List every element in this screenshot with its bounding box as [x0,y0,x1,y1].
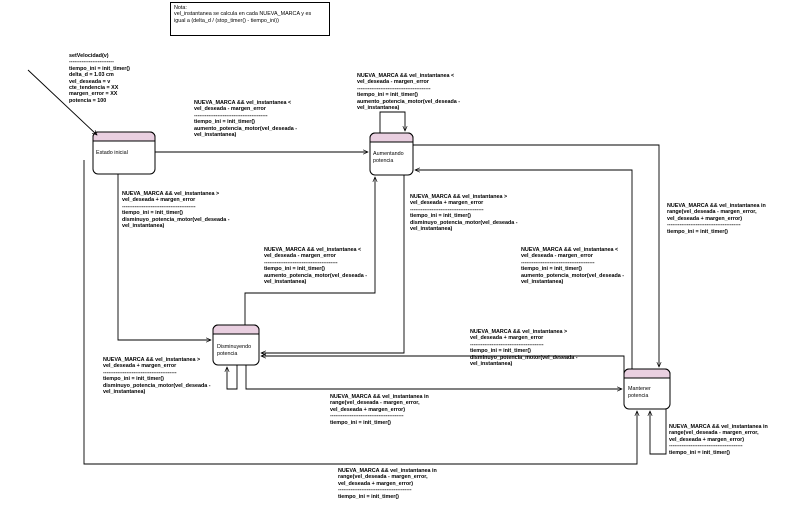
label-mantener-to-aumentando: NUEVA_MARCA && vel_instantanea < vel_des… [521,247,625,286]
arrow-aumentando-to-mantener [413,144,659,367]
label-aumentando-self: NUEVA_MARCA && vel_instantanea < vel_des… [357,73,461,112]
state-aumentando-potencia[interactable] [369,132,414,176]
arrow-mantener-to-disminuyendo [261,356,625,379]
state-label-mantener: Mantener potencia [628,386,651,399]
arrow-aumentando-self [379,111,405,133]
state-disminuyendo-potencia[interactable] [212,324,260,366]
arrow-mantener-self [650,409,667,455]
state-mantener-potencia[interactable] [623,368,671,410]
label-disminuyendo-self: NUEVA_MARCA && vel_instantanea > vel_des… [103,357,211,396]
note-box: Nota: vel_instantanea se calcula en cada… [170,2,330,36]
arrow-disminuyendo-to-mantener [245,365,622,389]
label-disminuyendo-to-aumentando: NUEVA_MARCA && vel_instantanea < vel_des… [264,247,368,286]
state-label-disminuyendo: Disminuyendo potencia [217,344,252,357]
note-title: Nota: [174,5,187,11]
arrow-inicial-to-mantener [83,160,637,465]
initial-action-label: setVelocidad(v) ------------------------… [69,53,130,104]
label-mantener-to-disminuyendo: NUEVA_MARCA && vel_instantanea > vel_des… [470,329,578,368]
label-mantener-self: NUEVA_MARCA && vel_instantanea in range(… [669,424,768,456]
arrow-disminuyendo-self [227,365,238,390]
label-disminuyendo-to-mantener: NUEVA_MARCA && vel_instantanea in range(… [330,394,429,426]
label-inicial-to-disminuyendo: NUEVA_MARCA && vel_instantanea > vel_des… [122,191,230,230]
state-label-aumentando: Aumentando potencia [373,151,404,164]
initial-transition-arrow [27,69,97,135]
label-inicial-to-aumentando: NUEVA_MARCA && vel_instantanea < vel_des… [194,100,298,139]
arrow-inicial-to-disminuyendo [117,174,211,340]
label-aumentando-to-mantener: NUEVA_MARCA && vel_instantanea in range(… [667,203,766,235]
label-inicial-to-mantener: NUEVA_MARCA && vel_instantanea in range(… [338,468,437,500]
arrow-mantener-to-aumentando [415,170,633,369]
label-aumentando-to-disminuyendo: NUEVA_MARCA && vel_instantanea > vel_des… [410,194,518,233]
arrow-disminuyendo-to-aumentando [244,177,375,325]
state-estado-inicial[interactable] [92,131,156,175]
note-line-2: igual a (delta_d / (stop_timer() - tiemp… [174,17,279,24]
arrow-aumentando-to-disminuyendo [261,175,405,353]
note-line-1: vel_instantanea se calcula en cada NUEVA… [174,11,312,18]
state-label-estado-inicial: Estado inicial [96,150,128,156]
